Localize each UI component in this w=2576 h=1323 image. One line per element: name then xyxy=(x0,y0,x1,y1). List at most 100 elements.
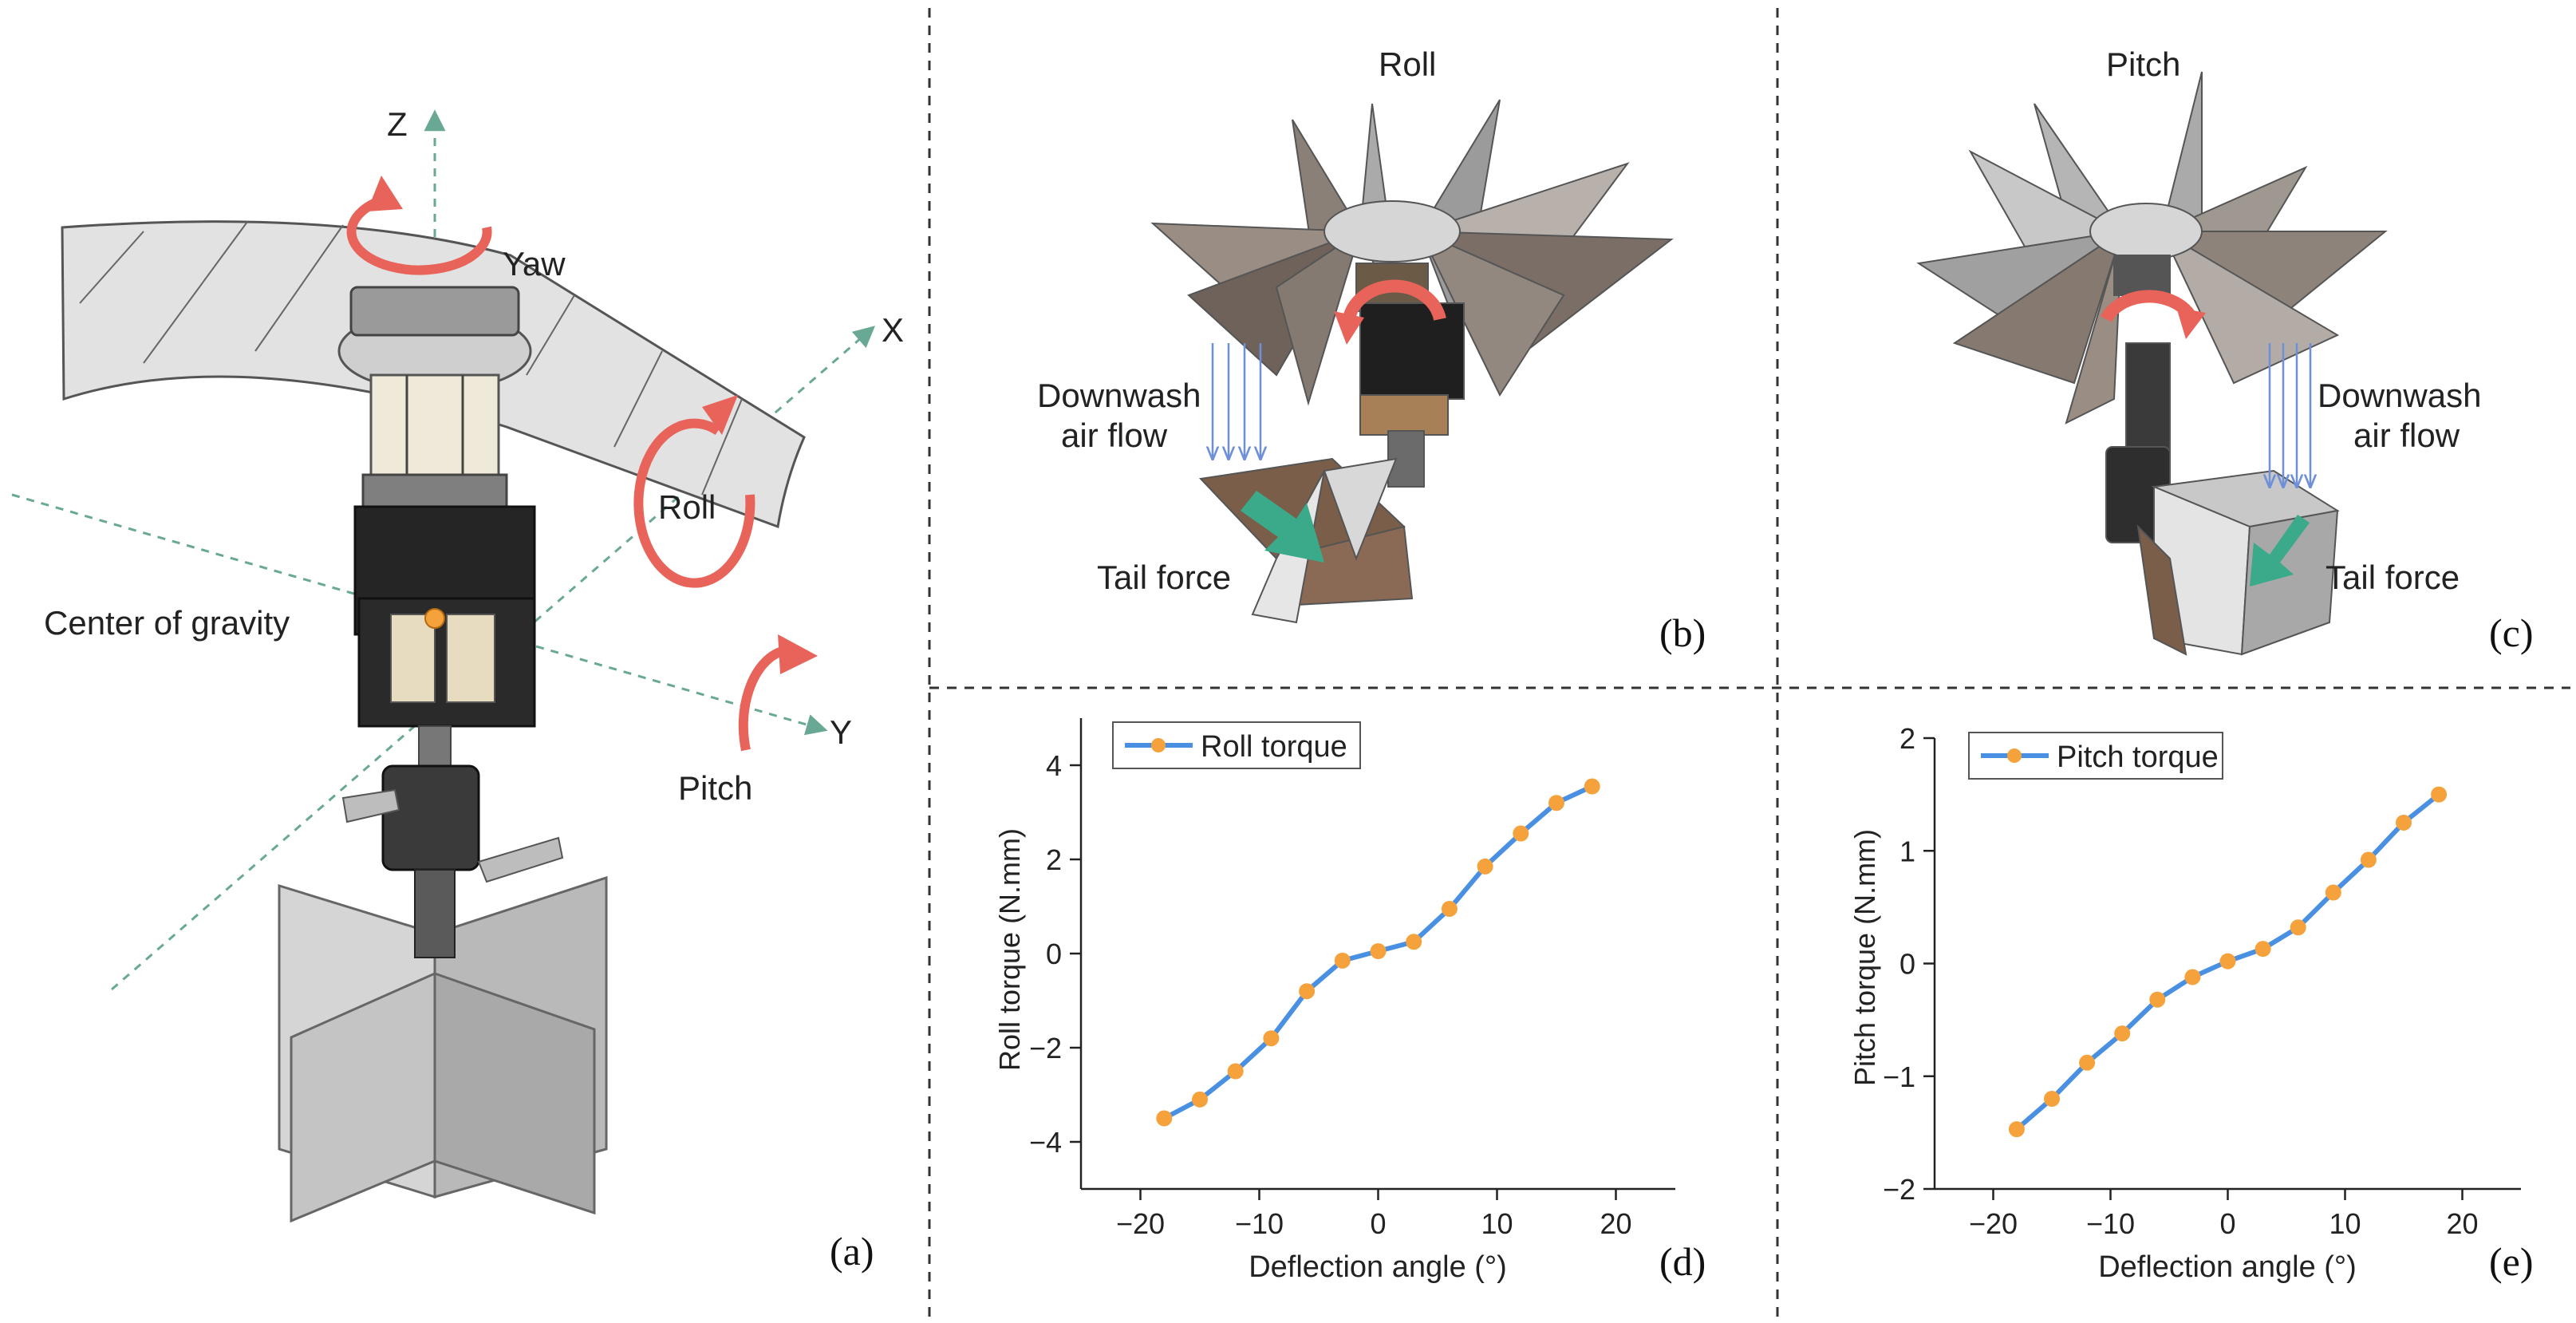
chart-d-legend-marker xyxy=(1151,738,1166,752)
panel-c: Pitch Downwash air flow Tail force (c) xyxy=(1916,45,2534,656)
y-axis-line xyxy=(11,493,828,736)
x-tick-label: 10 xyxy=(1481,1207,1513,1240)
roll-downwash-label-line2: air flow xyxy=(1061,417,1168,454)
roll-torque-point xyxy=(1334,952,1351,969)
pitch-tail-force-arrow xyxy=(2250,515,2310,586)
panel-c-tag: (c) xyxy=(2489,610,2534,655)
chart-e-xlabel: Deflection angle (°) xyxy=(2098,1250,2357,1284)
roll-rotation-arrow xyxy=(633,418,755,588)
pitch-torque-point xyxy=(2219,953,2236,970)
panel-separators xyxy=(928,8,2570,1317)
pitch-downwash-arrows xyxy=(2270,343,2310,487)
center-of-gravity-label: Center of gravity xyxy=(44,604,290,642)
roll-torque-point xyxy=(1227,1063,1244,1080)
y-tick-label: 0 xyxy=(1899,948,1915,981)
pitch-downwash-label-line2: air flow xyxy=(2353,417,2460,454)
pitch-torque-point xyxy=(2184,969,2201,985)
panel-a: Z X Y Yaw Roll Pitch Center of gravity (… xyxy=(11,105,904,1274)
roll-torque-point xyxy=(1406,934,1422,950)
x-tick-label: 10 xyxy=(2329,1207,2361,1240)
panel-b: Roll Downwash air flow Tail force (b) xyxy=(1037,45,1706,655)
x-tick-label: −10 xyxy=(1235,1207,1284,1240)
chart-d-ylabel: Roll torque (N.mm) xyxy=(993,828,1026,1071)
pitch-torque-point xyxy=(2008,1121,2025,1138)
roll-tail-force-label: Tail force xyxy=(1097,559,1231,596)
roll-torque-point xyxy=(1477,858,1493,875)
pitch-view-title: Pitch xyxy=(2106,45,2180,83)
y-tick-label: −2 xyxy=(1883,1173,1915,1206)
pitch-torque-markers xyxy=(2008,786,2448,1138)
pitch-torque-point xyxy=(2325,884,2341,901)
pitch-view-rotation-arrow xyxy=(2100,290,2195,322)
roll-torque-point xyxy=(1584,778,1600,795)
y-tick-label: 2 xyxy=(1046,843,1062,876)
chart-d-y-ticks: −4 −2 0 2 4 xyxy=(1029,749,1081,1159)
pitch-torque-point xyxy=(2290,919,2306,936)
pitch-torque-point xyxy=(2149,991,2166,1008)
chart-d-legend-label: Roll torque xyxy=(1201,730,1347,764)
panel-a-tag: (a) xyxy=(830,1229,874,1274)
chart-e-x-ticks: −20 −10 0 10 20 xyxy=(1969,1189,2479,1240)
chart-d-xlabel: Deflection angle (°) xyxy=(1249,1250,1507,1284)
x-tick-label: 0 xyxy=(1370,1207,1386,1240)
yaw-arrowhead xyxy=(367,176,403,211)
roll-label: Roll xyxy=(658,488,716,526)
panel-b-tag: (b) xyxy=(1659,610,1706,655)
drone-body-illustration xyxy=(337,286,564,883)
chart-e-ylabel: Pitch torque (N.mm) xyxy=(1848,829,1881,1086)
y-tick-label: 4 xyxy=(1046,749,1062,782)
roll-view-arrowhead xyxy=(1334,311,1364,345)
tail-fins-illustration xyxy=(278,869,608,1223)
x-tick-label: −20 xyxy=(1969,1207,2018,1240)
pitch-torque-point xyxy=(2079,1054,2096,1071)
x-tick-label: −20 xyxy=(1116,1207,1165,1240)
pitch-arrowhead xyxy=(778,634,818,674)
chart-e-y-ticks: −2 −1 0 1 2 xyxy=(1883,722,1935,1206)
y-tick-label: −2 xyxy=(1029,1032,1062,1064)
y-tick-label: 0 xyxy=(1046,938,1062,970)
pitch-tail-force-label: Tail force xyxy=(2326,559,2460,596)
roll-torque-point xyxy=(1263,1030,1280,1047)
x-tick-label: 20 xyxy=(2446,1207,2478,1240)
chart-e-legend-marker xyxy=(2007,748,2022,763)
z-axis-label: Z xyxy=(387,105,408,143)
pitch-rotor-illustration xyxy=(1916,71,2388,656)
chart-d-x-ticks: −20 −10 0 10 20 xyxy=(1116,1189,1632,1240)
panel-e-tag: (e) xyxy=(2489,1239,2534,1284)
yaw-label: Yaw xyxy=(503,245,566,282)
roll-arrowhead xyxy=(702,395,738,435)
pitch-torque-point xyxy=(2431,786,2448,803)
roll-torque-point xyxy=(1548,795,1564,812)
roll-torque-point xyxy=(1192,1091,1208,1108)
roll-torque-point xyxy=(1370,943,1387,960)
pitch-torque-point xyxy=(2396,814,2412,831)
pitch-torque-point xyxy=(2360,851,2377,868)
pitch-downwash-label-line1: Downwash xyxy=(2318,377,2481,414)
y-tick-label: −1 xyxy=(1883,1060,1915,1093)
roll-rotor-illustration xyxy=(1150,99,1674,624)
roll-torque-point xyxy=(1299,983,1316,1000)
y-tick-label: 1 xyxy=(1899,835,1915,867)
pitch-label: Pitch xyxy=(678,769,752,807)
y-tick-label: 2 xyxy=(1899,722,1915,755)
pitch-torque-point xyxy=(2044,1091,2060,1107)
roll-view-rotation-arrow xyxy=(1342,279,1446,325)
pitch-torque-point xyxy=(2254,941,2271,958)
panel-d-tag: (d) xyxy=(1659,1239,1706,1284)
x-tick-label: −10 xyxy=(2086,1207,2135,1240)
x-axis-label: X xyxy=(882,311,904,349)
y-tick-label: −4 xyxy=(1029,1126,1062,1159)
roll-torque-point xyxy=(1156,1110,1173,1127)
roll-view-title: Roll xyxy=(1379,45,1436,83)
pitch-view-arrowhead xyxy=(2176,307,2206,339)
chart-d-legend: Roll torque xyxy=(1112,721,1361,769)
roll-torque-markers xyxy=(1156,778,1600,1127)
pitch-torque-point xyxy=(2114,1025,2131,1042)
roll-downwash-arrows xyxy=(1213,343,1260,459)
y-axis-label: Y xyxy=(830,713,852,751)
x-tick-label: 0 xyxy=(2219,1207,2235,1240)
x-tick-label: 20 xyxy=(1600,1207,1631,1240)
